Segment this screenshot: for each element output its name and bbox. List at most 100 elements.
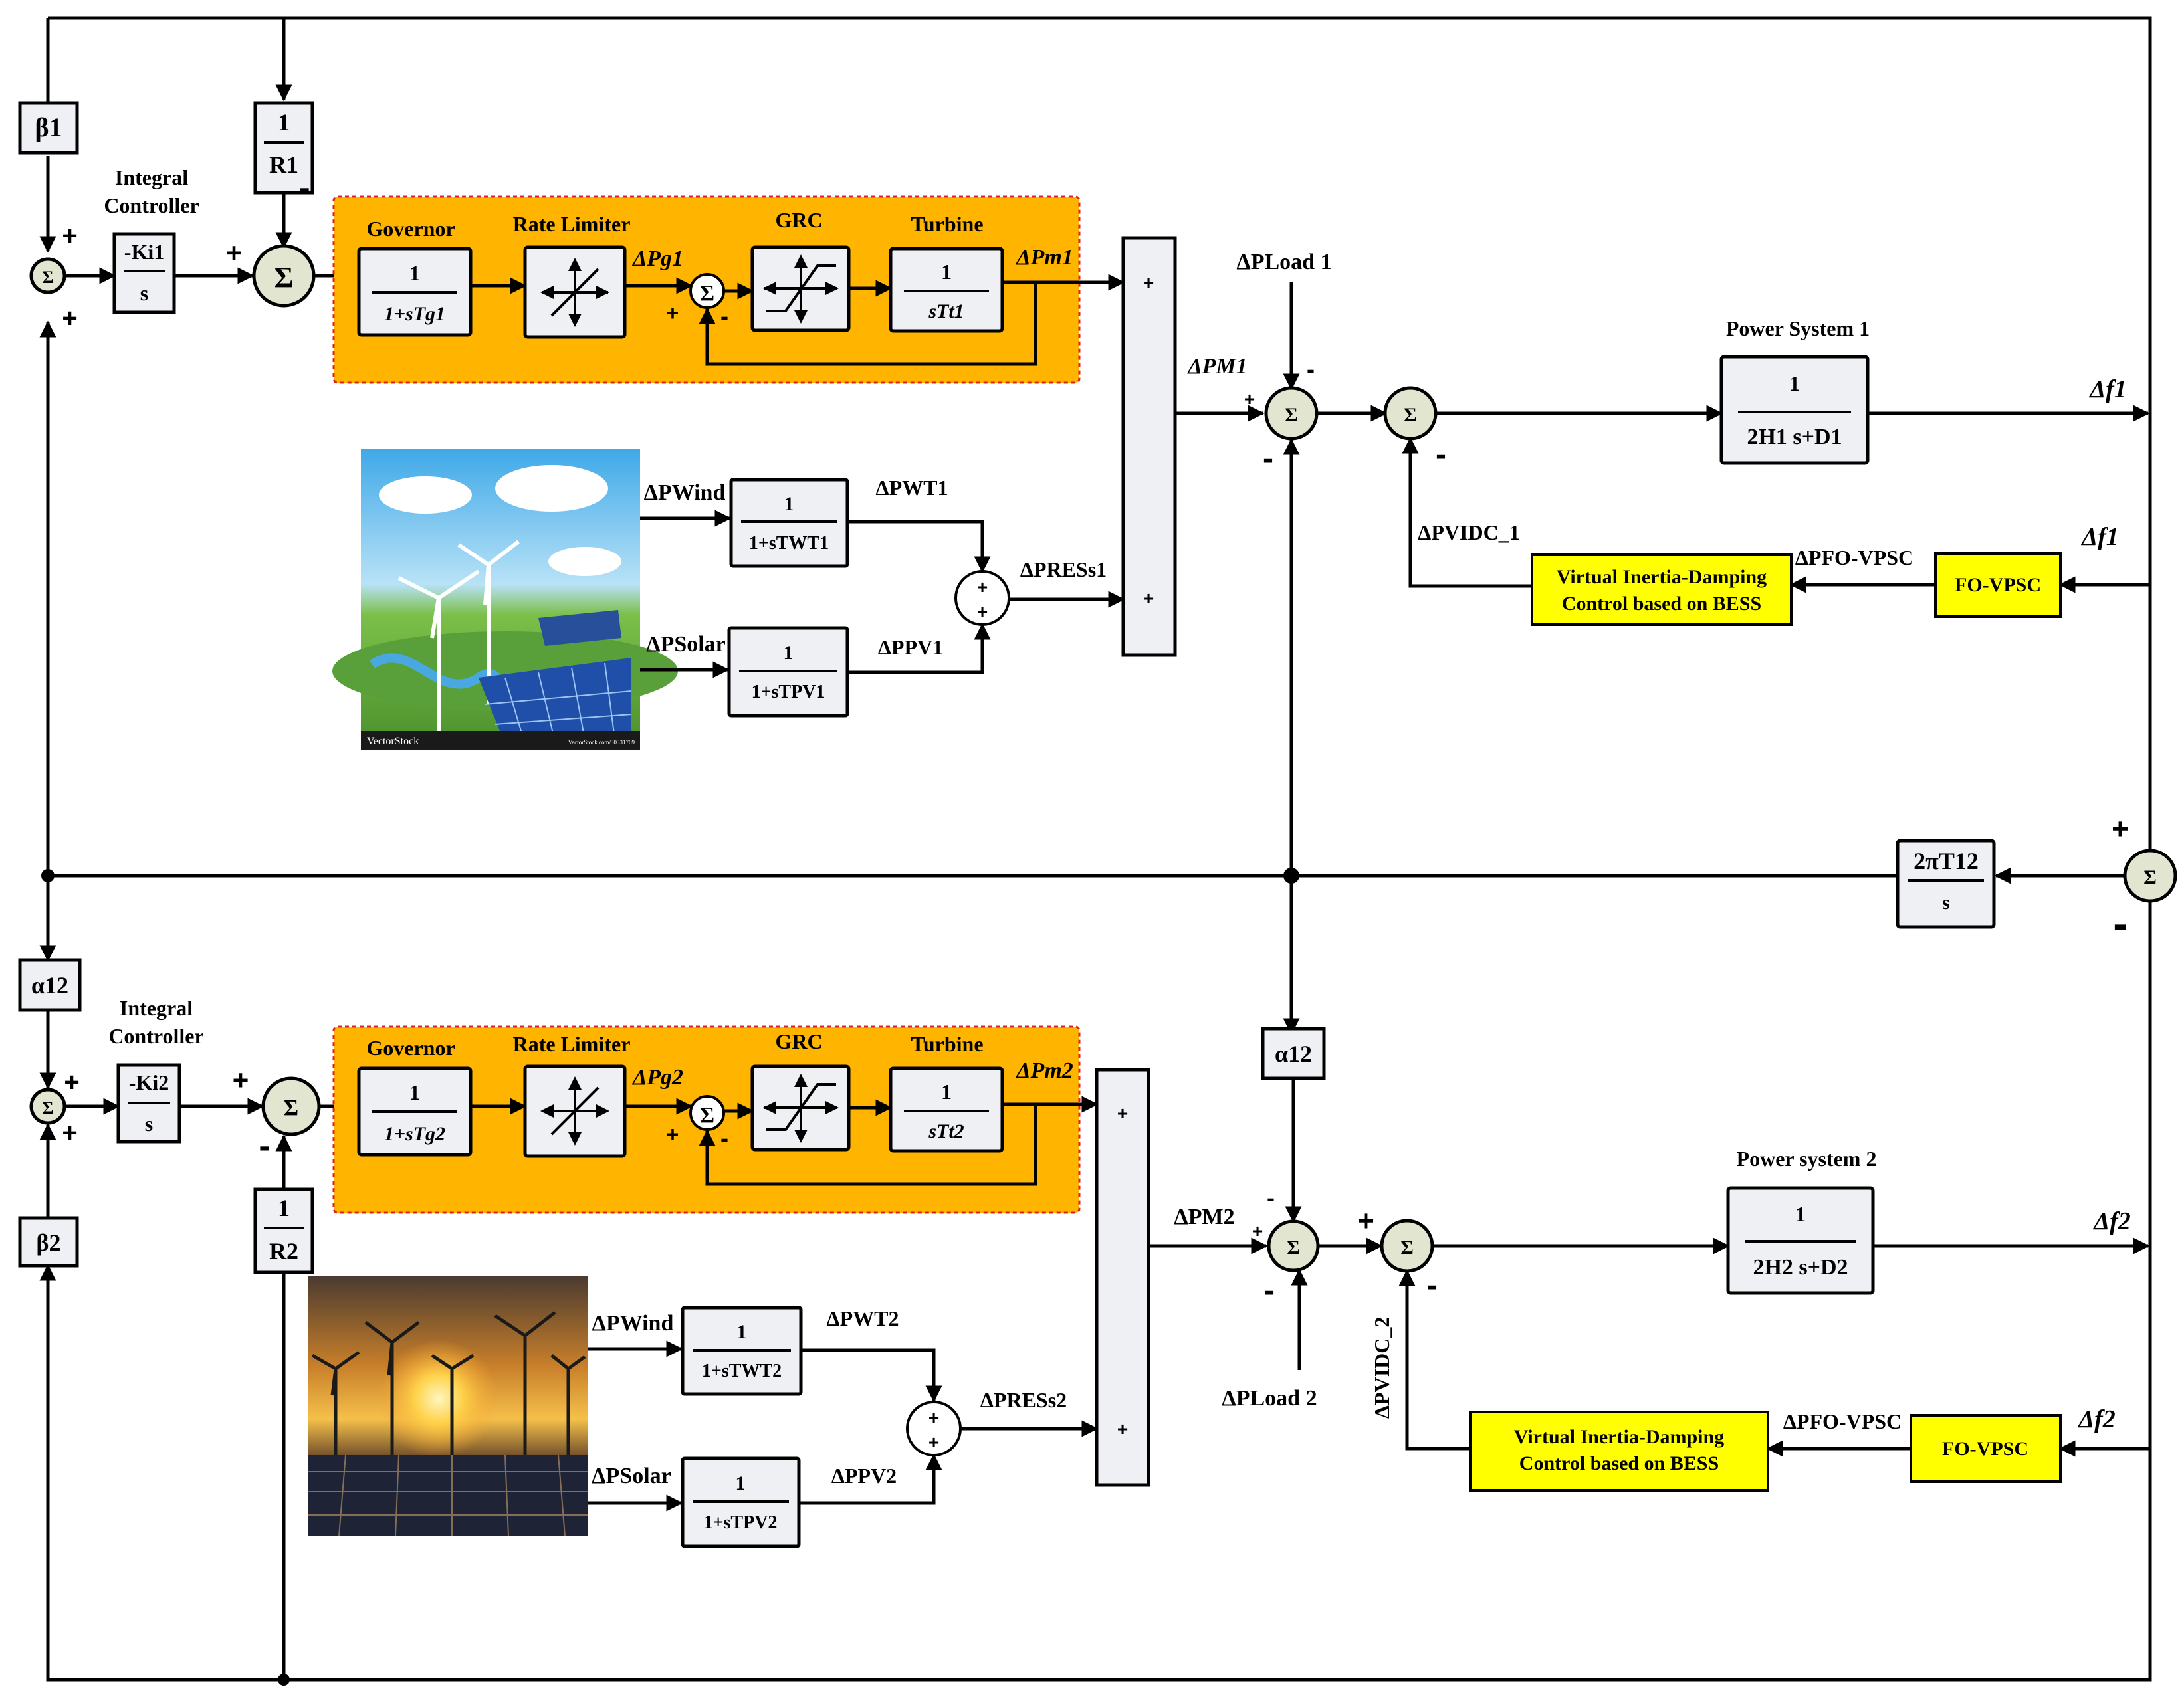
svg-text:β2: β2 <box>37 1229 61 1256</box>
svg-text:FO-VPSC: FO-VPSC <box>1955 574 2041 596</box>
svg-text:+: + <box>226 237 243 268</box>
svg-text:GRC: GRC <box>775 1029 822 1053</box>
svg-text:Σ: Σ <box>1285 404 1298 426</box>
svg-text:-: - <box>1436 437 1446 472</box>
dp-solar-label-1: ΔPSolar <box>646 632 726 656</box>
virtual-inertia-control-2[interactable] <box>1469 1411 1769 1492</box>
svg-text:-: - <box>2113 900 2127 948</box>
fo-vpsc-button-1[interactable] <box>1934 552 2062 618</box>
virtual-inertia-control-1[interactable] <box>1531 553 1793 626</box>
svg-text:FO-VPSC: FO-VPSC <box>1942 1438 2028 1460</box>
dpm2-label: ΔPm2 <box>1015 1058 1073 1083</box>
svg-text:Σ: Σ <box>274 261 294 294</box>
df2-output-label: Δf2 <box>2092 1207 2130 1235</box>
svg-text:1: 1 <box>278 1195 290 1221</box>
integral-label-1b: Controller <box>104 193 199 217</box>
svg-text:-: - <box>720 302 728 330</box>
dp-wt2-label: ΔPWT2 <box>827 1306 899 1330</box>
svg-text:+: + <box>928 1407 939 1428</box>
svg-text:-: - <box>1264 1273 1275 1308</box>
svg-text:-: - <box>720 1124 728 1152</box>
svg-text:1: 1 <box>941 1080 952 1104</box>
svg-text:Σ: Σ <box>700 281 714 306</box>
res-image-1: VectorStock VectorStock.com/30331769 <box>332 449 678 750</box>
dpload1-label: ΔPLoad 1 <box>1236 250 1331 274</box>
dp-wind-label-1: ΔPWind <box>644 480 726 505</box>
svg-text:+: + <box>1117 1103 1128 1124</box>
svg-text:Virtual Inertia-Damping: Virtual Inertia-Damping <box>1557 566 1767 588</box>
svg-text:-: - <box>259 1127 270 1165</box>
svg-text:s: s <box>145 1112 153 1136</box>
svg-text:+: + <box>62 1118 77 1148</box>
svg-text:+: + <box>1143 588 1154 609</box>
df1-input-label: Δf1 <box>2080 523 2118 551</box>
grc-saturation-icon <box>763 1074 839 1143</box>
svg-text:Controller: Controller <box>108 1024 203 1048</box>
svg-text:1: 1 <box>784 642 794 664</box>
svg-text:+: + <box>977 577 988 597</box>
svg-text:-Ki2: -Ki2 <box>129 1070 169 1094</box>
svg-text:1: 1 <box>1789 371 1800 395</box>
r2-gain <box>253 1187 314 1274</box>
dp-res2-label: ΔPRESs2 <box>980 1388 1067 1412</box>
svg-text:Σ: Σ <box>1287 1237 1300 1258</box>
svg-text:+: + <box>1244 389 1255 409</box>
svg-text:-: - <box>1267 1184 1275 1211</box>
svg-text:Σ: Σ <box>1404 404 1417 426</box>
svg-text:2H2 s+D2: 2H2 s+D2 <box>1753 1255 1848 1280</box>
svg-text:-: - <box>1307 355 1315 383</box>
beta1-gain <box>18 101 79 155</box>
svg-text:1: 1 <box>941 260 952 284</box>
svg-text:Σ: Σ <box>2143 866 2157 888</box>
svg-text:1+sTPV1: 1+sTPV1 <box>752 682 825 702</box>
dpg2-label: ΔPg2 <box>631 1065 683 1090</box>
svg-text:+: + <box>1252 1221 1263 1241</box>
svg-text:sTt1: sTt1 <box>928 300 964 322</box>
svg-text:Σ: Σ <box>284 1096 298 1120</box>
beta2-gain <box>18 1216 79 1268</box>
dp-res1-label: ΔPRESs1 <box>1020 557 1107 581</box>
governor-title-1: Governor <box>366 217 455 241</box>
ki1-den: s <box>140 281 148 305</box>
integral-block-1 <box>112 232 176 314</box>
svg-text:1+sTPV2: 1+sTPV2 <box>704 1512 778 1533</box>
svg-text:1: 1 <box>737 1321 747 1343</box>
svg-text:+: + <box>977 601 988 622</box>
svg-text:+: + <box>1117 1419 1128 1439</box>
svg-text:1: 1 <box>1795 1202 1806 1226</box>
dpM1-label: ΔPM1 <box>1186 354 1247 379</box>
df1-output-label: Δf1 <box>2088 375 2126 403</box>
dpM2-label: ΔPM2 <box>1174 1205 1234 1229</box>
svg-text:2H1 s+D1: 2H1 s+D1 <box>1747 425 1842 449</box>
svg-text:Control based on BESS: Control based on BESS <box>1519 1453 1719 1474</box>
dp-solar-label-2: ΔPSolar <box>592 1464 671 1488</box>
power-system-2-title: Power system 2 <box>1737 1147 1877 1171</box>
svg-text:Integral: Integral <box>120 996 193 1020</box>
tie-line-block <box>1896 839 1996 929</box>
mech-res-sum-block-1 <box>1121 236 1177 657</box>
svg-text:Σ: Σ <box>700 1103 714 1128</box>
svg-text:Governor: Governor <box>366 1036 455 1060</box>
dpm1-label: ΔPm1 <box>1015 245 1073 270</box>
svg-text:Σ: Σ <box>1400 1237 1414 1258</box>
dp-pv1-label: ΔPPV1 <box>878 635 943 659</box>
svg-text:-: - <box>1427 1268 1438 1303</box>
svg-text:Turbine: Turbine <box>911 1032 983 1056</box>
svg-text:+: + <box>233 1064 249 1096</box>
ki1-num: -Ki1 <box>124 240 164 264</box>
svg-text:+: + <box>928 1432 939 1453</box>
svg-text:Σ: Σ <box>43 1098 54 1118</box>
rate-limiter-icon <box>540 258 609 327</box>
svg-text:1: 1 <box>784 493 794 515</box>
r1-den: R1 <box>269 151 298 178</box>
dp-wt1-label: ΔPWT1 <box>876 476 948 500</box>
svg-text:+: + <box>1143 272 1154 293</box>
dp-vidc-label-2: ΔPVIDC_2 <box>1370 1317 1394 1419</box>
svg-text:sTt2: sTt2 <box>928 1120 964 1142</box>
svg-text:Control based on BESS: Control based on BESS <box>1562 593 1761 615</box>
svg-text:1+sTg1: 1+sTg1 <box>384 303 445 325</box>
sigma-icon: Σ <box>43 268 54 287</box>
svg-text:α12: α12 <box>1275 1041 1312 1067</box>
mech-res-sum-block-2 <box>1095 1068 1150 1487</box>
